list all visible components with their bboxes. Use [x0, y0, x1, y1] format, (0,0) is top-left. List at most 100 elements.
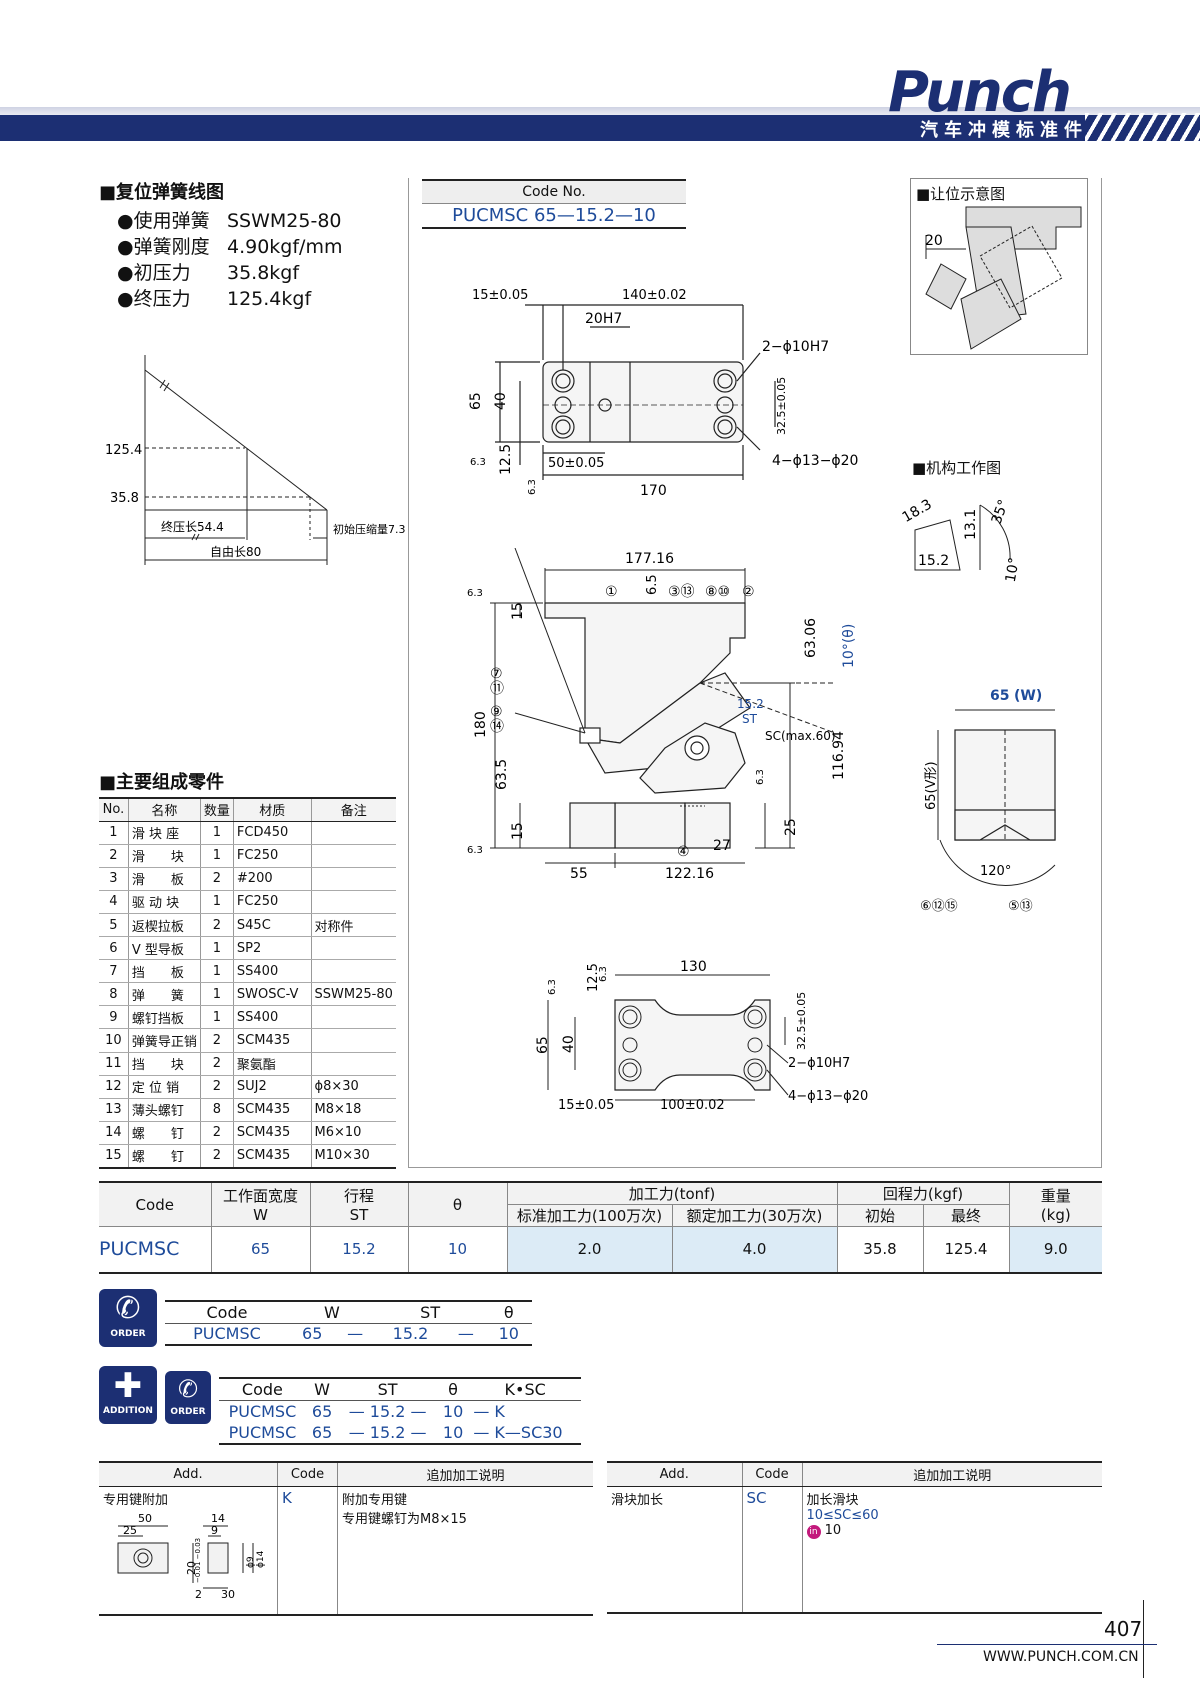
fv-st-label: ST	[742, 712, 758, 726]
fv-num-3: ③⑬	[668, 584, 695, 600]
spec-label: ●初压力	[117, 262, 191, 284]
key-dim-2: 2	[195, 1588, 202, 1601]
parts-cell: 2	[199, 1052, 234, 1076]
order-v-code: PUCMSC	[193, 1324, 261, 1344]
tv-dim-1: 15±0.05	[472, 288, 528, 303]
spec-label: ●弹簧刚度	[117, 236, 210, 258]
parts-cell: FCD450	[232, 821, 312, 845]
parts-cell: 7	[99, 959, 129, 984]
add2-desc-cell: 加长滑块 10≤SC≤60 in 10	[801, 1486, 1102, 1614]
add-table-key: Add. Code 追加加工说明 专用键附加 50 25 14 9	[99, 1461, 593, 1616]
mech-dim-5: 10°	[1003, 556, 1023, 583]
parts-header: 材质	[232, 796, 312, 822]
mech-dim-1: 18.3	[900, 497, 935, 526]
add1-desc-2: 专用键螺钉为M8×15	[342, 1512, 467, 1527]
add-r1-ksc: — K	[473, 1401, 505, 1421]
parts-cell: SP2	[232, 936, 312, 961]
fv-rough-1: 6.3	[467, 588, 483, 599]
spec-v-final: 125.4	[922, 1226, 1009, 1274]
bv-325: 32.5±0.05	[795, 992, 808, 1050]
order-icon-label: ORDER	[110, 1329, 146, 1339]
parts-cell: 2	[199, 867, 234, 891]
spec-h-init: 初始	[836, 1204, 923, 1227]
fv-num-4: ⑧⑩	[705, 584, 730, 600]
order-h-w: W	[288, 1301, 375, 1324]
graph-initial-compression: 初始压缩量7.3	[333, 522, 406, 536]
parts-cell	[310, 959, 396, 984]
spec-h-force: 加工力(tonf)	[506, 1181, 837, 1205]
add-r2-st: — 15.2 —	[348, 1423, 427, 1442]
divider-bottom	[408, 1167, 1102, 1168]
bv-rough-2: 6.3	[598, 966, 609, 982]
order-h-st: ST	[374, 1301, 486, 1324]
divider-left	[408, 178, 409, 1168]
add-r1-w: 65	[311, 1401, 333, 1421]
tv-dim-5: 65	[468, 392, 484, 410]
parts-cell: 滑 块 座	[127, 821, 201, 845]
side-view-drawing: 65 (W) 65(V形) 120° ⑥⑫⑮ ⑤⑬	[920, 688, 1056, 914]
parts-cell	[310, 844, 396, 868]
fv-12216: 122.16	[665, 866, 714, 882]
mech-dim-4: 15.2	[918, 553, 949, 569]
spec-h-return: 回程力(kgf)	[836, 1181, 1009, 1205]
add-r2-ksc: — K—SC30	[473, 1423, 563, 1442]
parts-cell: 弹 簧	[127, 982, 201, 1007]
tv-dim-4: 2−ϕ10H7	[762, 339, 829, 355]
bv-15: 15±0.05	[558, 1098, 614, 1113]
parts-cell	[310, 1028, 396, 1053]
graph-y-low: 35.8	[110, 491, 139, 506]
parts-cell: SUJ2	[232, 1075, 312, 1099]
clearance-title: ■让位示意图	[916, 185, 1006, 203]
parts-cell: 2	[199, 1121, 234, 1145]
spec-v-w: 65	[210, 1226, 310, 1274]
order-icon: ✆ ORDER	[99, 1289, 157, 1347]
spec-v-init: 35.8	[836, 1226, 923, 1274]
parts-cell: 3	[99, 867, 129, 891]
fv-55: 55	[570, 866, 588, 882]
parts-cell: 2	[199, 1144, 234, 1169]
key-tolerance: −0.01 −0.03	[194, 1538, 202, 1583]
fv-num-2: 6.5	[645, 574, 660, 595]
parts-header: 备注	[310, 796, 396, 822]
order-h-code: Code	[165, 1301, 289, 1324]
parts-cell: 2	[199, 913, 234, 938]
parts-cell: 15	[99, 1144, 129, 1169]
spec-v-code: PUCMSC	[99, 1226, 211, 1274]
parts-cell: 返楔拉板	[127, 913, 201, 938]
code-no-header: Code No.	[422, 181, 686, 204]
spec-v-weight: 9.0	[1008, 1226, 1102, 1274]
order-table: Code W ST θ PUCMSC 65 — 15.2 — 10	[165, 1300, 532, 1346]
parts-title: ■主要组成零件	[99, 772, 225, 793]
parts-cell: 8	[199, 1098, 234, 1122]
parts-cell: 2	[99, 844, 129, 868]
parts-cell: SS400	[232, 1005, 312, 1030]
parts-cell: 挡 块	[127, 1052, 201, 1076]
add2-desc-3: 10	[824, 1523, 842, 1538]
phone-icon: ✆	[115, 1291, 141, 1326]
spec-v-std: 2.0	[506, 1226, 672, 1274]
mechanism-title: ■机构工作图	[912, 459, 1002, 477]
top-view-drawing: 15±0.05 140±0.02 20H7 2−ϕ10H7 65 40 32.5…	[468, 288, 858, 499]
graph-y-high: 125.4	[105, 443, 142, 458]
clearance-dim: 20	[925, 233, 943, 249]
spec-h-theta: θ	[407, 1181, 507, 1227]
add2-desc-1: 加长滑块	[806, 1493, 859, 1508]
parts-cell	[310, 936, 396, 961]
key-drawing: 50 25 14 9 20 2 30 ϕ9 ϕ14 −0.01 −0.03	[117, 1512, 266, 1601]
add1-desc-1: 附加专用键	[342, 1493, 408, 1508]
spec-h-final: 最终	[922, 1204, 1009, 1227]
sv-left: ⑥⑫⑮	[920, 899, 958, 914]
parts-cell: 9	[99, 1005, 129, 1030]
add2-desc-3-row: in 10	[806, 1523, 1099, 1539]
plus-icon: ✚	[113, 1366, 143, 1406]
parts-cell: 螺 钉	[127, 1121, 201, 1145]
